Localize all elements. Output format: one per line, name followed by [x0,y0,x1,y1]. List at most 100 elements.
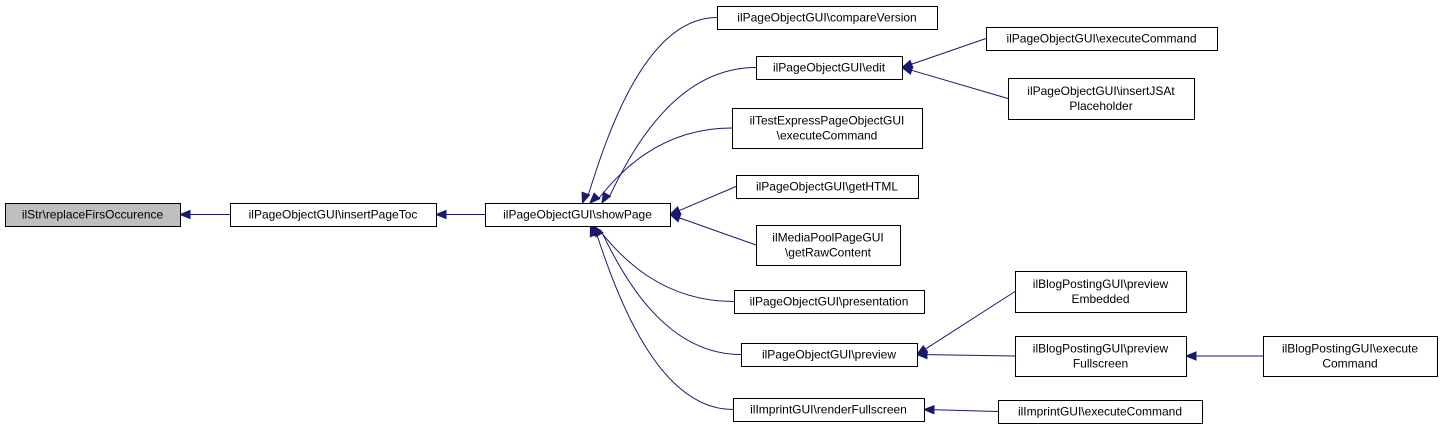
edge-insertJSAt-to-edit [900,65,1009,99]
node-imprintExecuteCommand[interactable]: ilImprintGUI\executeCommand [998,400,1203,424]
node-box [986,27,1218,51]
node-label: Placeholder [1069,99,1132,113]
edge-edit-to-showPage [601,67,757,205]
edge-blogPreviewFullscreen-to-preview [915,349,1016,360]
edge-line [609,67,757,197]
edge-line [679,217,757,246]
node-box [998,400,1203,424]
arrowhead [900,65,914,75]
node-label: ilBlogPostingGUI\execute [1282,342,1418,356]
node-presentation[interactable]: ilPageObjectGUI\presentation [734,290,925,314]
edge-line [679,186,737,212]
edge-line [933,409,999,412]
edge-line [598,127,733,199]
node-renderFullscreen[interactable]: ilImprintGUI\renderFullscreen [733,398,925,422]
edge-line [911,69,1009,99]
node-showPage[interactable]: ilPageObjectGUI\showPage [485,203,671,227]
edge-line [587,17,718,196]
edge-insertPageToc-to-root [178,209,230,220]
arrowhead [922,405,935,415]
node-root[interactable]: ilStr\replaceFirsOccurence [5,203,181,227]
node-edit[interactable]: ilPageObjectGUI\edit [756,56,903,80]
arrowhead [434,209,447,220]
node-label: ilPageObjectGUI\getHTML [756,180,898,194]
node-box [1263,336,1438,377]
edge-line [596,233,734,410]
node-preview[interactable]: ilPageObjectGUI\preview [741,343,918,367]
edge-compareVersion-to-showPage [581,17,718,205]
node-box [756,225,901,266]
edge-line [911,38,987,65]
node-label: ilImprintGUI\renderFullscreen [750,403,907,417]
arrowhead [668,213,682,223]
edge-blogPreviewEmbedded-to-preview [915,291,1016,356]
node-getHTML[interactable]: ilPageObjectGUI\getHTML [736,175,919,199]
node-box [1015,271,1187,313]
edge-imprintExecuteCommand-to-renderFullscreen [922,405,999,415]
arrowhead [1184,351,1197,361]
edge-line [926,354,1016,357]
node-label: Embedded [1071,292,1129,306]
node-box [1015,336,1187,377]
node-label: ilMediaPoolPageGUI [772,231,883,245]
node-box [1008,78,1195,120]
edge-presentation-to-showPage [590,225,735,302]
edge-renderFullscreen-to-showPage [589,224,734,410]
node-box [485,203,671,227]
edge-preview-to-showPage [593,224,742,355]
node-box [717,6,938,30]
edge-getHTML-to-showPage [668,186,737,216]
node-label: ilPageObjectGUI\showPage [503,208,652,222]
node-mediaPool[interactable]: ilMediaPoolPageGUI\getRawContent [756,225,901,266]
node-label: ilTestExpressPageObjectGUI [750,114,905,128]
node-label: ilPageObjectGUI\executeCommand [1006,32,1196,46]
arrowhead [601,191,612,205]
node-label: ilPageObjectGUI\edit [773,61,886,75]
node-label: \getRawContent [785,246,872,260]
node-insertPageToc[interactable]: ilPageObjectGUI\insertPageToc [230,203,437,227]
node-box [736,175,919,199]
node-testExpress[interactable]: ilTestExpressPageObjectGUI\executeComman… [732,108,923,149]
node-box [732,108,923,149]
node-poExecuteCommand[interactable]: ilPageObjectGUI\executeCommand [986,27,1218,51]
node-blogExecuteCommand[interactable]: ilBlogPostingGUI\executeCommand [1263,336,1438,377]
node-box [756,56,903,80]
node-label: ilPageObjectGUI\presentation [750,295,909,309]
node-label: \executeCommand [777,129,878,143]
node-label: ilPageObjectGUI\preview [762,348,896,362]
node-layer: ilStr\replaceFirsOccurence ilPageObjectGU… [5,6,1438,424]
edge-poExecuteCommand-to-edit [900,38,987,69]
node-box [5,203,181,227]
edge-mediaPool-to-showPage [668,213,757,246]
node-label: ilImprintGUI\executeCommand [1018,405,1182,419]
edge-showPage-to-insertPageToc [434,209,485,220]
arrowhead [589,192,601,204]
node-label: ilBlogPostingGUI\preview [1033,277,1169,291]
node-label: ilPageObjectGUI\insertPageToc [249,208,418,222]
arrowhead [178,209,191,220]
node-box [734,290,925,314]
edge-blogExecuteCommand-to-blogPreviewFullscreen [1184,351,1263,361]
edge-line [925,291,1016,350]
node-box [733,398,925,422]
edge-layer [178,17,1263,415]
node-label: ilPageObjectGUI\compareVersion [737,11,916,25]
node-label: ilStr\replaceFirsOccurence [22,208,164,222]
node-label: ilBlogPostingGUI\preview [1033,342,1169,356]
edge-line [601,232,742,355]
edge-line [599,230,735,302]
node-compareVersion[interactable]: ilPageObjectGUI\compareVersion [717,6,938,30]
arrowhead [589,224,599,238]
arrowhead [915,349,928,360]
arrowhead [668,206,682,216]
edge-testExpress-to-showPage [589,127,733,204]
arrowhead [581,191,591,205]
node-box [230,203,437,227]
node-box [741,343,918,367]
node-label: Command [1322,357,1377,371]
node-label: Fullscreen [1073,357,1128,371]
